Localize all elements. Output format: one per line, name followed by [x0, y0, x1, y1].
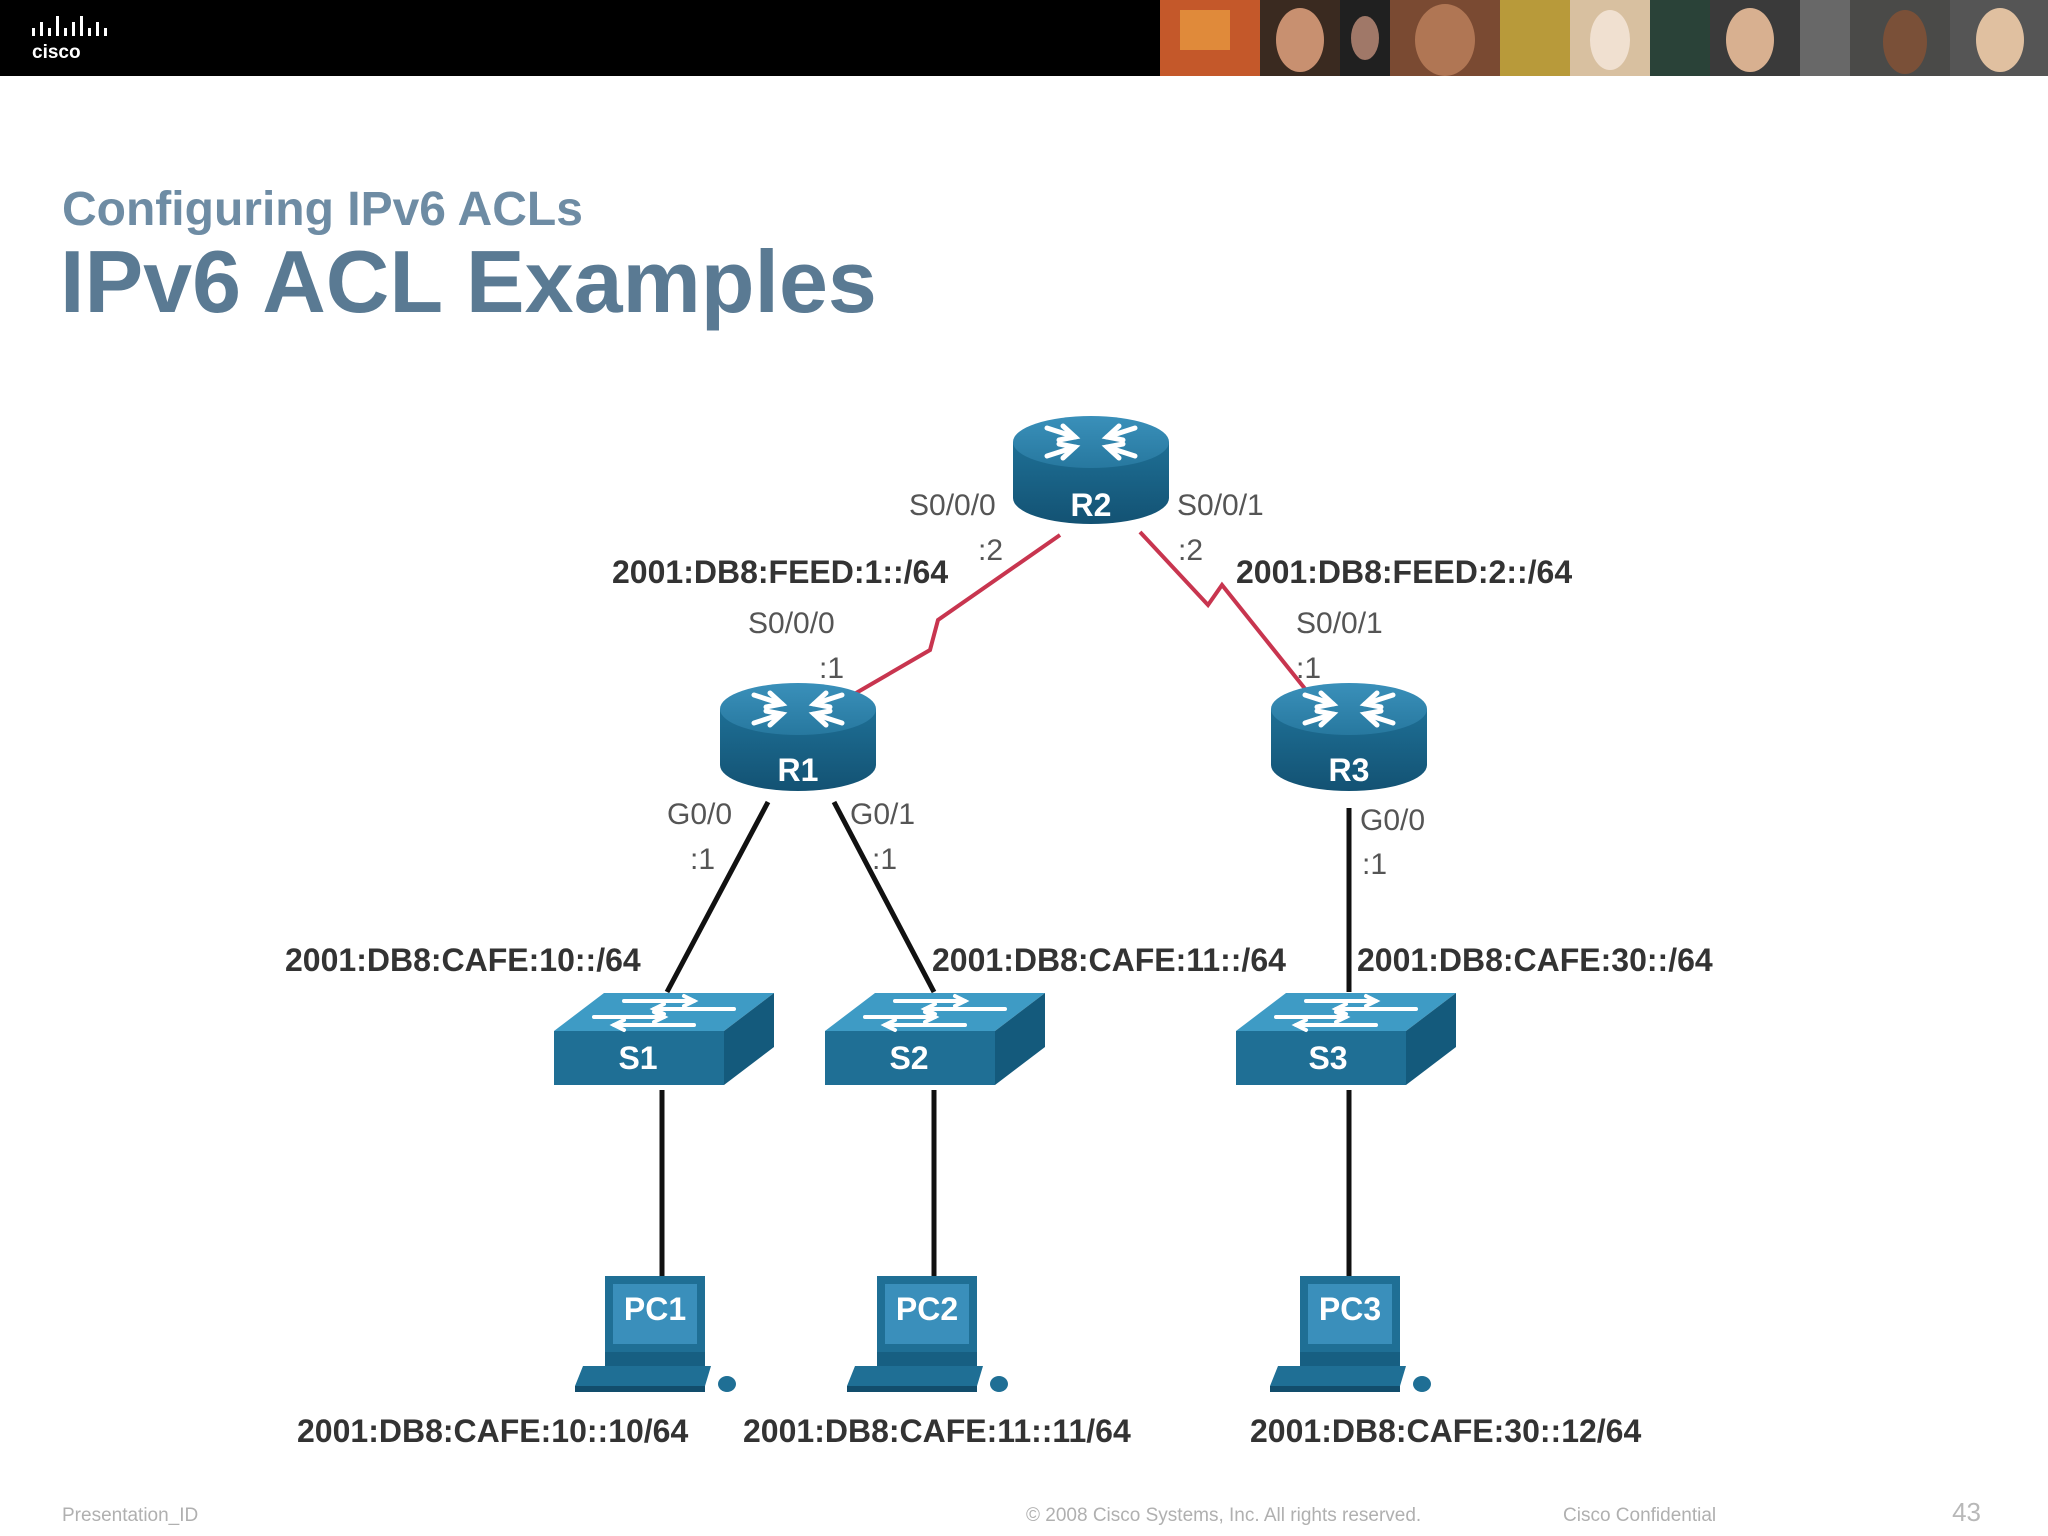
ethernet-link-r1-s1 [664, 800, 771, 994]
net-cafe10: 2001:DB8:CAFE:10::/64 [285, 942, 641, 978]
if-r3-g00-host: :1 [1362, 848, 1387, 881]
footer-presentation-id: Presentation_ID [62, 1505, 199, 1526]
footer-copyright: © 2008 Cisco Systems, Inc. All rights re… [1026, 1505, 1422, 1526]
if-r1-g01: G0/1 [850, 798, 915, 831]
pc-pc2[interactable]: PC2 [847, 1276, 1008, 1392]
page-number: 43 [1952, 1497, 1981, 1527]
if-r1-s000: S0/0/0 [748, 607, 835, 640]
switch-s3-label: S3 [1308, 1040, 1347, 1076]
pc-pc3-label: PC3 [1319, 1291, 1381, 1327]
cisco-logo: cisco [32, 16, 107, 63]
switch-s2-label: S2 [889, 1040, 928, 1076]
router-r1-label: R1 [778, 752, 819, 788]
router-r3-label: R3 [1329, 752, 1370, 788]
if-r2-s001: S0/0/1 [1177, 489, 1264, 522]
slide-title: IPv6 ACL Examples [60, 232, 877, 331]
serial-link-r2-r1 [842, 533, 1062, 702]
pc-pc2-label: PC2 [896, 1291, 958, 1327]
net-feed2: 2001:DB8:FEED:2::/64 [1236, 554, 1572, 590]
router-r2[interactable]: R2 [1013, 416, 1169, 524]
switch-s1[interactable]: S1 [552, 991, 776, 1087]
if-r3-s001: S0/0/1 [1296, 607, 1383, 640]
host-pc3-address: 2001:DB8:CAFE:30::12/64 [1250, 1413, 1641, 1449]
slide-subtitle: Configuring IPv6 ACLs [62, 183, 583, 236]
header-bar: cisco [0, 0, 2048, 76]
if-r3-g00: G0/0 [1360, 804, 1425, 837]
if-r2-s001-host: :2 [1178, 534, 1203, 567]
if-r1-g00-host: :1 [690, 843, 715, 876]
cisco-logo-text: cisco [32, 42, 81, 63]
router-r3[interactable]: R3 [1271, 683, 1427, 791]
serial-link-r2-r3 [1138, 530, 1308, 692]
net-cafe11: 2001:DB8:CAFE:11::/64 [932, 942, 1286, 978]
router-r2-label: R2 [1071, 487, 1112, 523]
pc-pc1[interactable]: PC1 [575, 1276, 736, 1392]
ethernet-link-r1-s2 [831, 800, 937, 994]
switch-s3[interactable]: S3 [1234, 991, 1458, 1087]
host-pc2-address: 2001:DB8:CAFE:11::11/64 [743, 1413, 1131, 1449]
switch-s1-label: S1 [618, 1040, 657, 1076]
if-r2-s000: S0/0/0 [909, 489, 996, 522]
if-r1-g01-host: :1 [872, 843, 897, 876]
if-r3-s001-host: :1 [1296, 652, 1321, 685]
footer-confidential: Cisco Confidential [1563, 1505, 1717, 1526]
host-pc1-address: 2001:DB8:CAFE:10::10/64 [297, 1413, 688, 1449]
pc-pc3[interactable]: PC3 [1270, 1276, 1431, 1392]
pc-pc1-label: PC1 [624, 1291, 686, 1327]
net-cafe30: 2001:DB8:CAFE:30::/64 [1357, 942, 1713, 978]
net-feed1: 2001:DB8:FEED:1::/64 [612, 554, 948, 590]
header-photo-strip [1160, 0, 2048, 76]
if-r1-g00: G0/0 [667, 798, 732, 831]
if-r1-s000-host: :1 [819, 652, 844, 685]
if-r2-s000-host: :2 [978, 534, 1003, 567]
router-r1[interactable]: R1 [720, 683, 876, 791]
switch-s2[interactable]: S2 [823, 991, 1047, 1087]
